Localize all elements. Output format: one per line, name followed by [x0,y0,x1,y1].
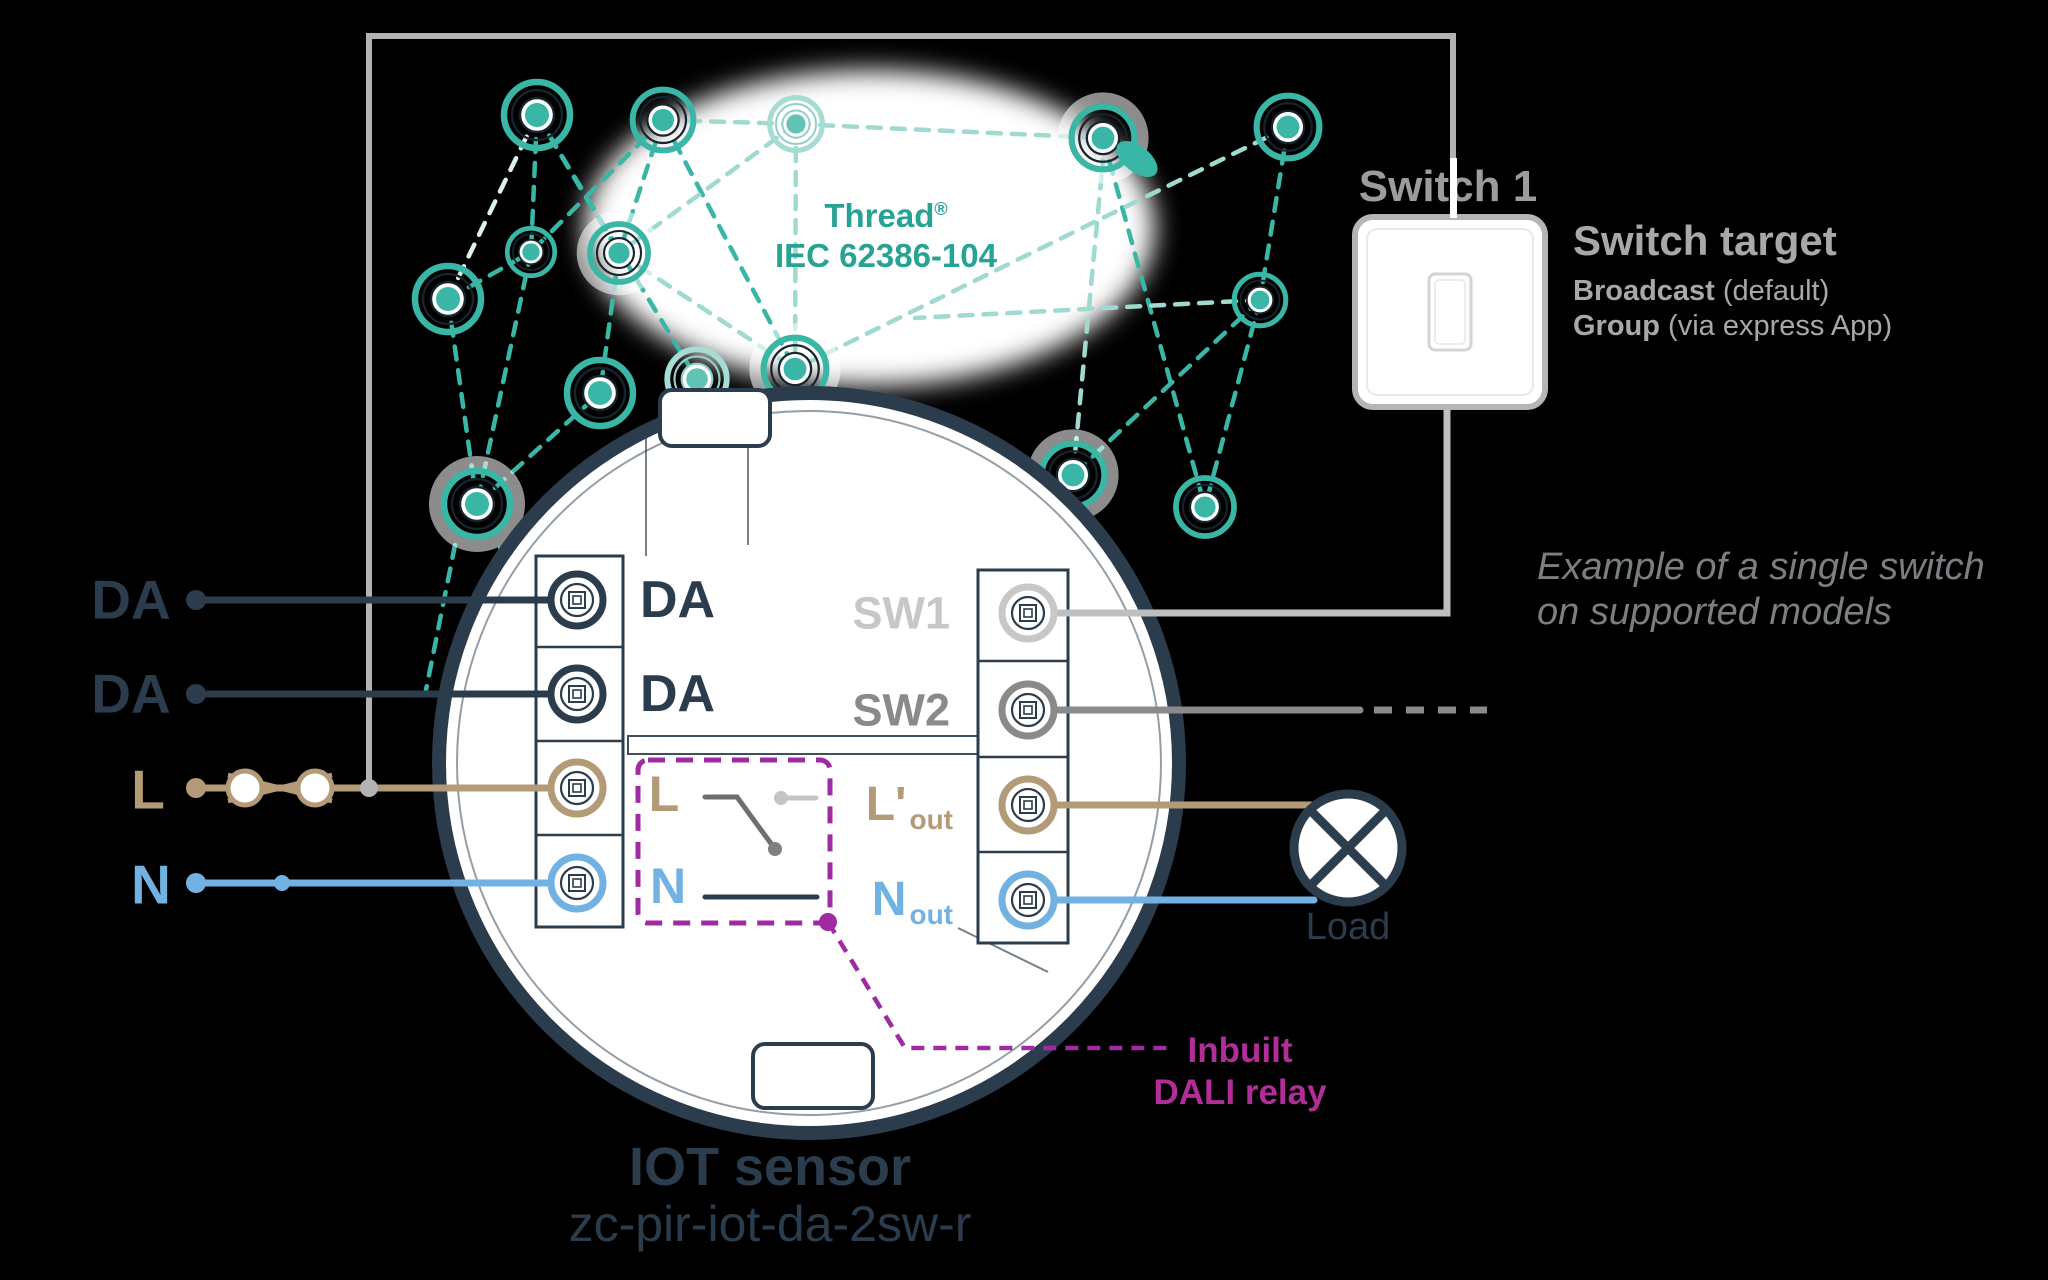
wire-sw1 [1052,409,1451,617]
mesh-node [1253,92,1323,162]
terminal-label-sw1: SW1 [852,587,950,639]
relay-callout: Inbuilt DALI relay [1153,1031,1327,1112]
thread-mesh-nodes [411,78,1323,552]
terminal-sw2-screw [998,680,1058,740]
sensor-inner-lines [645,432,1049,973]
mesh-node [629,86,697,154]
terminal-screws [547,570,1058,930]
mesh-node [576,210,662,296]
sensor-center-bar [627,735,979,755]
twisted-wire-icon [225,768,335,808]
iec-standard: IEC 62386-104 [775,237,997,275]
switch1-title: Switch 1 [1358,162,1538,211]
mains-junction-dot [360,779,378,797]
sensor-bottom-tab [751,1042,875,1110]
switch-target-option-group: Group (via express App) [1573,309,1893,342]
terminal-n-screw [547,853,607,913]
mesh-node [504,225,558,279]
mesh-node [429,456,525,552]
load-label: Load [1305,906,1391,948]
mesh-node [500,78,574,152]
switch-plate [1352,214,1548,410]
switch-target-title: Switch target [1573,217,1837,264]
terminal-lout-screw [998,775,1058,835]
sensor-inner-ring [456,410,1162,1116]
relay-label-l: L [648,766,680,822]
label-da1-input: DA [91,568,171,631]
relay-switch-symbol [702,791,820,900]
terminal-label-da2: DA [640,665,716,723]
mesh-pointer-icon [1116,141,1158,177]
terminal-l-screw [547,758,607,818]
label-l-input: L [131,758,165,821]
relay-leader-line [826,920,1172,1051]
terminal-da1-screw [547,570,607,630]
mesh-node [411,262,485,336]
rocker-button [1427,272,1473,352]
load-lamp-icon [1289,789,1407,907]
example-note: Example of a single switch on supported … [1537,546,1985,633]
terminal-label-da1: DA [640,571,716,629]
sensor-top-tab [658,388,772,448]
switch-wire-overlay [1450,158,1457,218]
sensor-model: zc-pir-iot-da-2sw-r [568,1196,972,1252]
wire-mains-loop [366,33,1456,788]
terminal-nout-screw [998,870,1058,930]
relay-box [635,757,833,926]
thread-reg-mark: ® [934,199,948,219]
mesh-node [766,94,826,154]
label-da2-input: DA [91,662,171,725]
mesh-cloud [585,70,1155,386]
terminal-label-lout: L'out [865,778,953,835]
relay-label-n: N [649,858,687,914]
terminal-label-sw2: SW2 [852,684,950,736]
mesh-node [1173,475,1237,539]
thread-brand: Thread [824,197,935,234]
mesh-node [563,356,637,430]
terminal-da2-screw [547,664,607,724]
switch-target-info: Switch target Broadcast (default) Group … [1573,220,1892,344]
terminal-sw1-screw [998,583,1058,643]
mesh-node [1231,271,1289,329]
switch-target-option-broadcast: Broadcast (default) [1573,275,1830,307]
label-n-input: N [131,853,171,916]
mesh-node [1057,92,1149,184]
thread-network-label: Thread® IEC 62386-104 [775,196,997,277]
sensor-title: IOT sensor [628,1137,912,1197]
